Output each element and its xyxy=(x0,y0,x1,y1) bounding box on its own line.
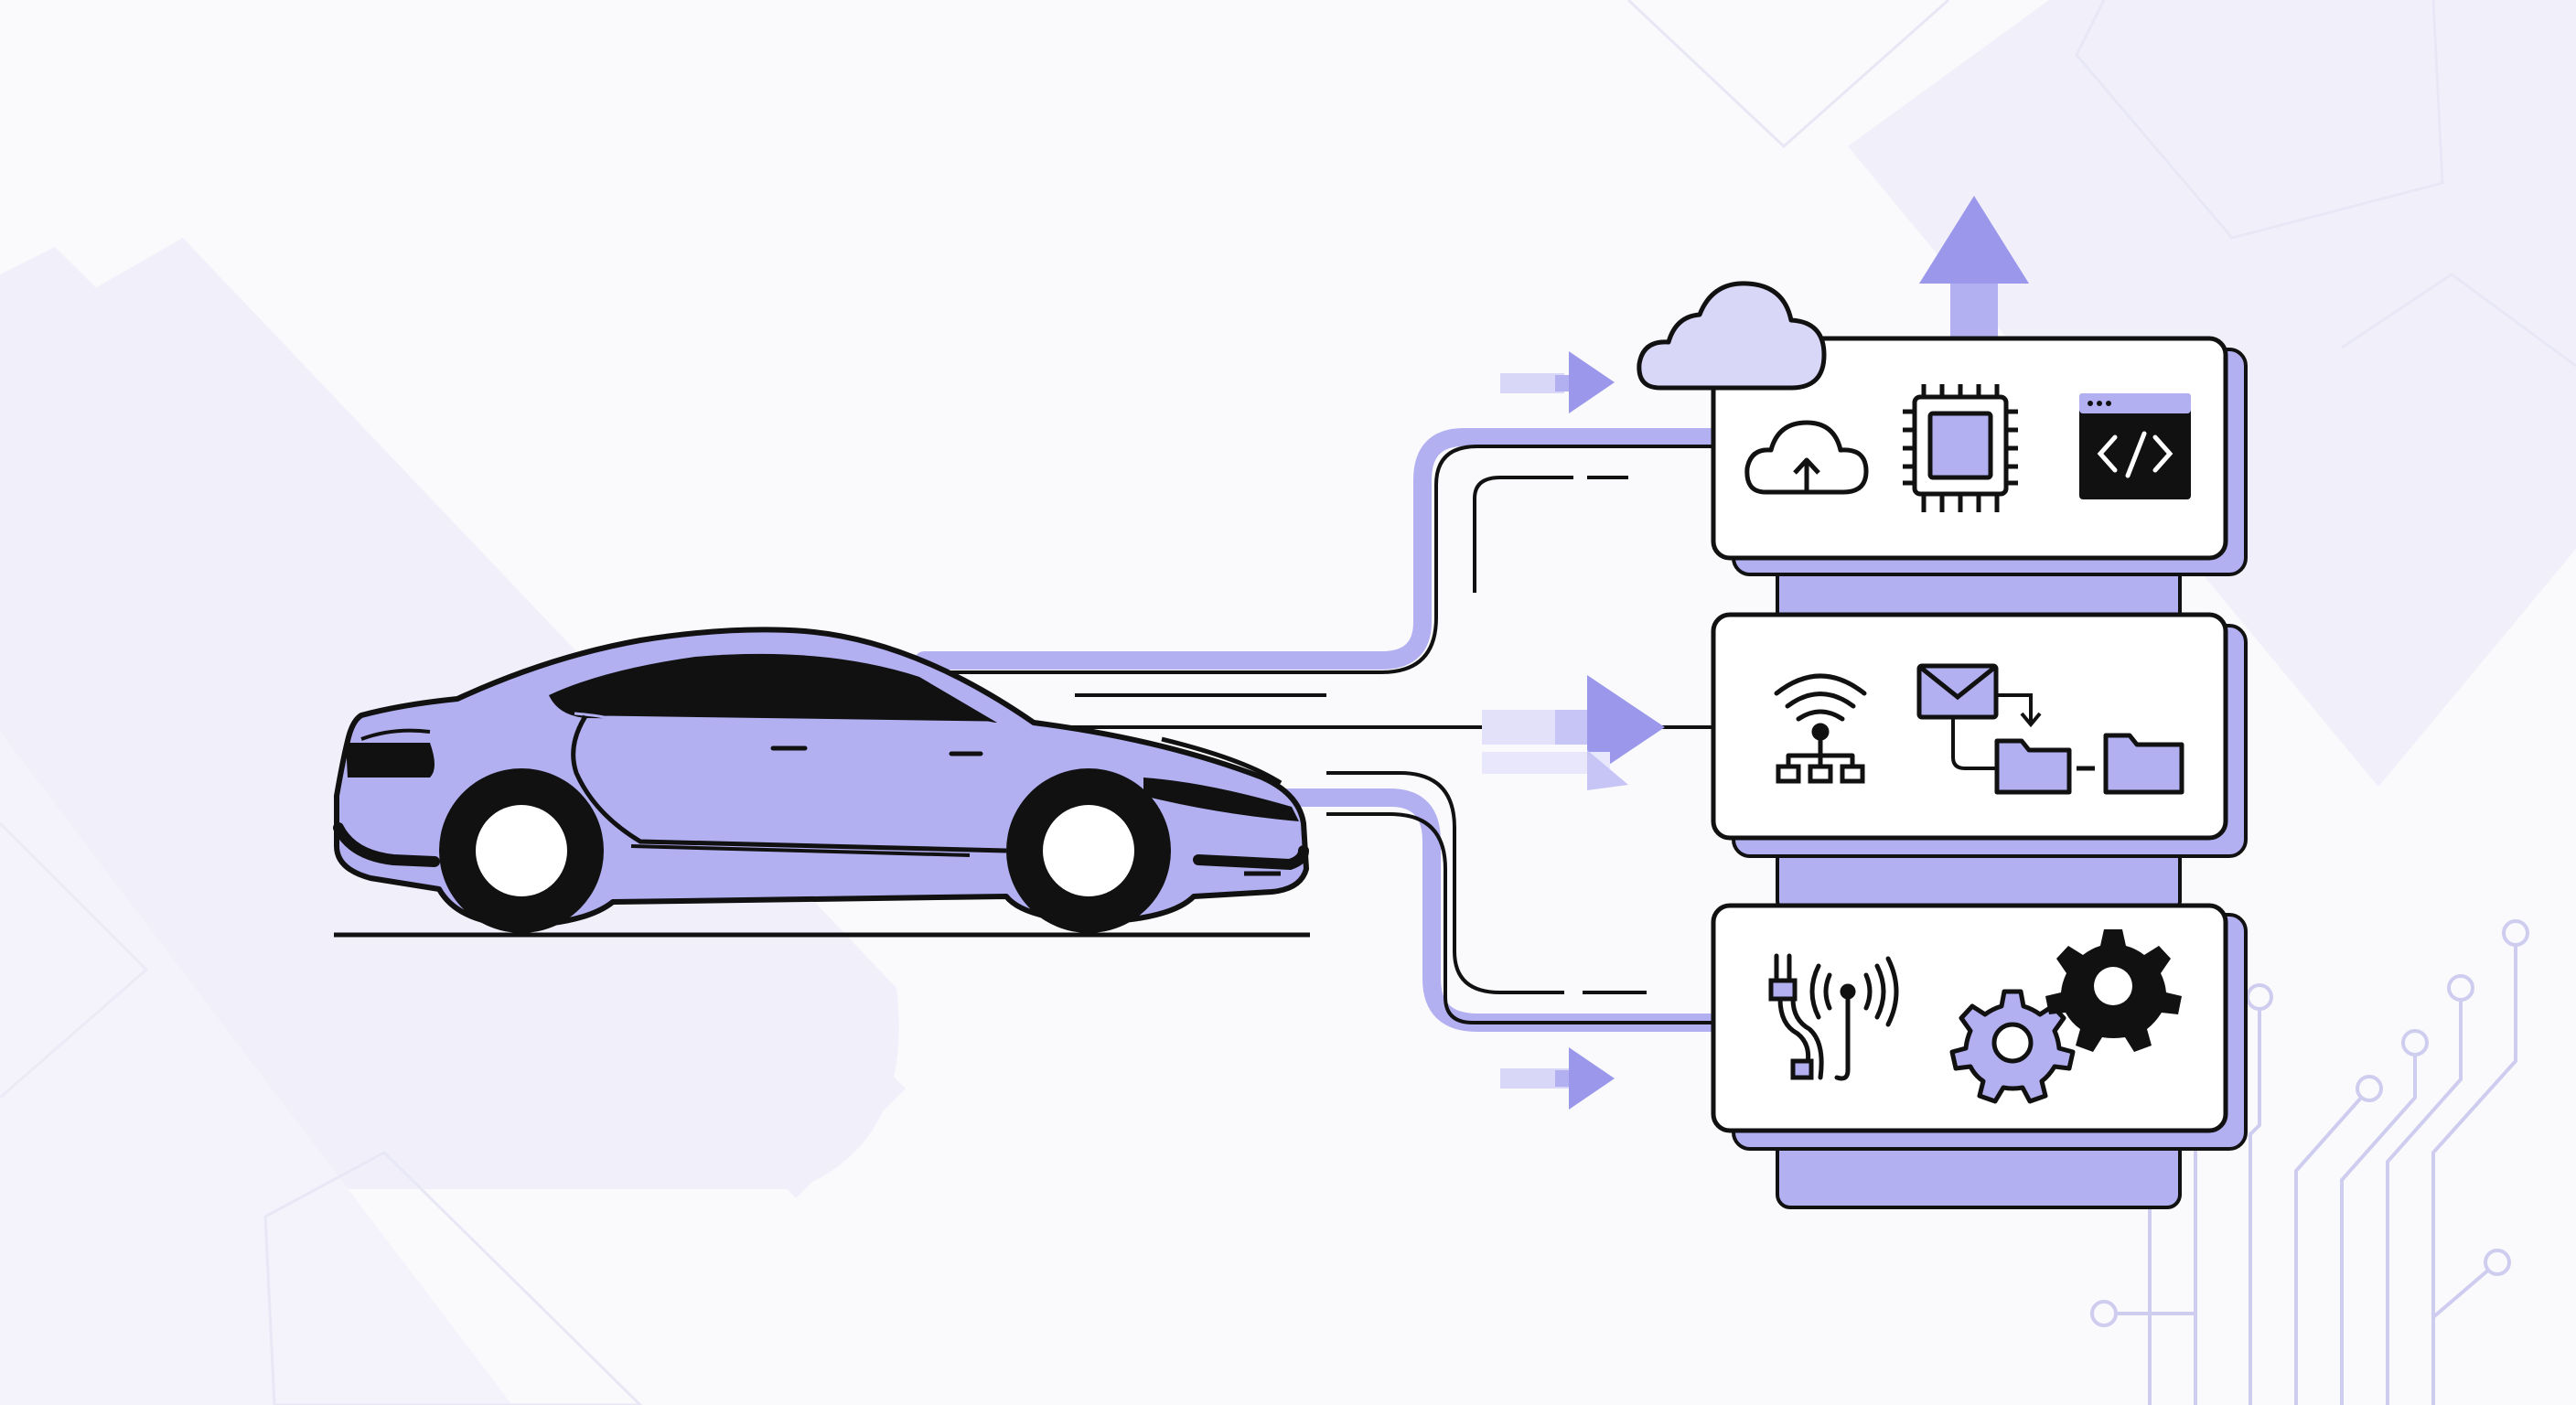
plug-antenna-icon xyxy=(1768,953,1899,1081)
wifi-network-icon xyxy=(1774,673,1867,784)
right-arrow-icon xyxy=(1500,351,1615,413)
panel-network-messaging-files xyxy=(1711,612,2248,858)
cloud-icon xyxy=(1637,281,1827,391)
panel-cloud-compute-code xyxy=(1637,281,2248,576)
folder-icon xyxy=(1994,738,2072,795)
right-arrow-icon xyxy=(1482,675,1665,790)
gear-icon xyxy=(2045,929,2182,1052)
up-arrow-icon xyxy=(1919,196,2029,340)
code-window-icon xyxy=(2079,393,2191,499)
gear-icon xyxy=(1949,989,2076,1104)
right-arrow-icon xyxy=(1500,1047,1615,1110)
chip-icon xyxy=(1903,384,2018,512)
folder-icon xyxy=(2103,733,2184,795)
email-icon xyxy=(1916,663,2042,770)
motion-arrows xyxy=(1482,351,1665,1110)
rear-wheel xyxy=(439,768,604,933)
server-stack xyxy=(1637,281,2248,1209)
front-wheel xyxy=(1006,768,1171,933)
cloud-upload-icon xyxy=(1744,420,1869,495)
panel-hardware-diagnostics xyxy=(1711,903,2248,1151)
car xyxy=(333,627,1310,938)
